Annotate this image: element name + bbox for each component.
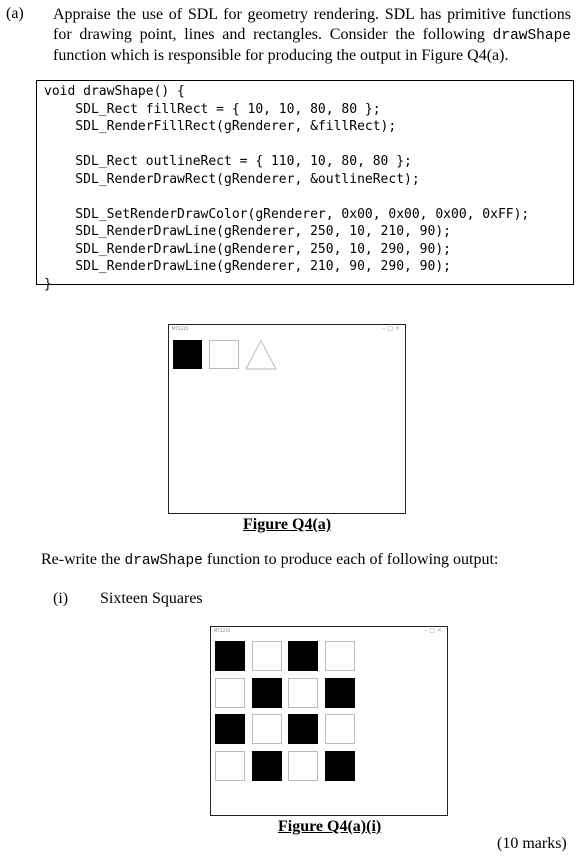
window-title: MT2215 [172,326,189,331]
rewrite-text-part1: Re-write the [41,551,125,568]
rewrite-instruction: Re-write the drawShape function to produ… [41,551,498,569]
outlined-square [215,750,245,781]
outlined-square [251,641,282,671]
filled-square [215,714,245,744]
code-line: SDL_RenderDrawRect(gRenderer, &outlineRe… [44,171,420,187]
figure-q4a-caption: Figure Q4(a) [243,516,332,533]
outlined-square [209,340,239,369]
filled-square [251,677,282,708]
code-line: void drawShape() { [44,84,185,99]
outlined-square [324,641,355,671]
filled-square [251,750,282,781]
filled-square [173,340,202,369]
figure-q4ai-caption: Figure Q4(a)(i) [278,818,382,835]
window-title: MT2215 [214,628,231,633]
question-text: Appraise the use of SDL for geometry ren… [53,5,571,66]
outlined-triangle [245,340,277,370]
question-label: (a) [6,5,24,22]
code-line: } [44,276,52,292]
filled-square [324,750,355,781]
rewrite-text-part2: function to produce each of following ou… [202,551,499,568]
filled-square [288,641,318,671]
code-line: SDL_Rect fillRect = { 10, 10, 80, 80 }; [44,101,381,117]
figure-q4a-window: MT2215 – □ × [168,324,406,514]
subquestion-title: Sixteen Squares [100,590,203,607]
question-text-part2: function which is responsible for produc… [53,47,509,64]
marks: (10 marks) [497,835,567,852]
window-controls: – □ × [382,325,400,332]
code-line [44,188,529,206]
outlined-square [288,677,318,708]
code-line: SDL_RenderFillRect(gRenderer, &fillRect)… [44,119,397,134]
outlined-square [324,714,355,744]
filled-square [288,714,318,744]
rewrite-function-name: drawShape [124,553,203,569]
window-controls: – □ × [424,627,442,634]
code-line [44,136,529,154]
code-line: SDL_RenderDrawLine(gRenderer, 250, 10, 2… [44,241,451,257]
code-line: SDL_SetRenderDrawColor(gRenderer, 0x00, … [44,206,530,222]
code-line: SDL_Rect outlineRect = { 110, 10, 80, 80… [44,154,412,169]
question-text-part1: Appraise the use of SDL for geometry ren… [53,6,571,43]
filled-square [215,641,245,671]
function-name: drawShape [492,27,571,44]
filled-square [324,677,355,708]
figure-q4ai-window: MT2215 – □ × [210,626,448,816]
outlined-square [215,677,245,708]
code-line: SDL_RenderDrawLine(gRenderer, 210, 90, 2… [44,259,451,274]
outlined-square [251,714,282,744]
outlined-square [288,750,318,781]
code-block: void drawShape() { SDL_Rect fillRect = {… [44,83,529,293]
code-line: SDL_RenderDrawLine(gRenderer, 250, 10, 2… [44,224,451,239]
code-box: void drawShape() { SDL_Rect fillRect = {… [36,80,574,292]
subquestion-label: (i) [53,590,69,607]
